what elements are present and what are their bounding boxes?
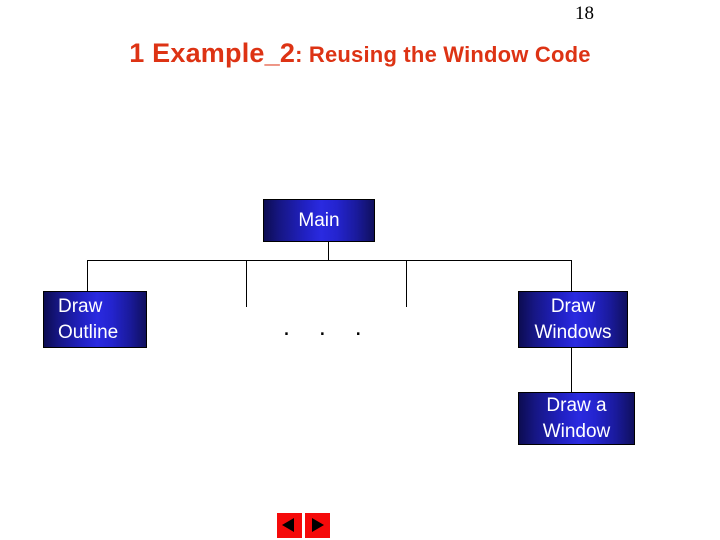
connector-drop-right xyxy=(571,260,572,291)
node-draw-outline[interactable]: Draw Outline xyxy=(43,291,147,348)
connector-drop-middle-2 xyxy=(406,260,407,307)
triangle-left-icon xyxy=(282,518,294,532)
page-title: 1 Example_2: Reusing the Window Code xyxy=(0,38,720,69)
node-draw-outline-label: Draw Outline xyxy=(58,295,119,343)
next-slide-button[interactable] xyxy=(305,513,330,538)
node-draw-a-window-label: Draw a Window xyxy=(542,394,611,442)
page-title-sub: : Reusing the Window Code xyxy=(295,42,591,67)
connector-root-stem xyxy=(328,242,329,261)
page-title-main: 1 Example_2 xyxy=(129,38,296,68)
connector-drop-left xyxy=(87,260,88,291)
previous-slide-button[interactable] xyxy=(277,513,302,538)
node-draw-a-window[interactable]: Draw a Window xyxy=(518,392,635,445)
triangle-right-icon xyxy=(312,518,324,532)
connector-horizontal-bus xyxy=(87,260,572,261)
node-main-label: Main xyxy=(298,209,340,231)
page-number: 18 xyxy=(575,3,594,24)
node-draw-windows-label: Draw Windows xyxy=(534,295,612,343)
node-draw-windows[interactable]: Draw Windows xyxy=(518,291,628,348)
ellipsis-dots: . . . xyxy=(283,313,373,341)
connector-drop-middle-1 xyxy=(246,260,247,307)
connector-windows-to-window xyxy=(571,348,572,392)
node-main[interactable]: Main xyxy=(263,199,375,242)
